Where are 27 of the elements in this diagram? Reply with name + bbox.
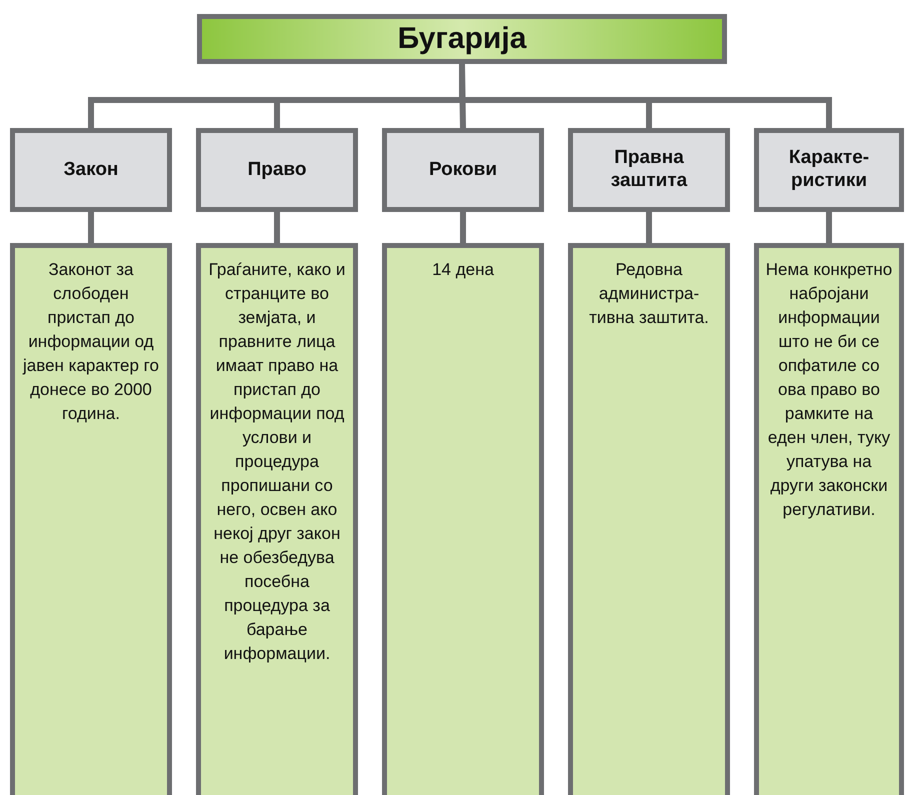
description-text: Нема конкретно набројани информации што не би се опфатиле со ова право во рамките на еден член, туку упатува на други законски регулативи. (765, 259, 893, 521)
description-text: Законот за слободен пристап до информации од јавен карактер го донесе во 2000 година. (22, 259, 160, 425)
description-text: Редовна администра- тивна заштита. (588, 259, 710, 329)
description-box (754, 243, 904, 795)
connector-line (826, 212, 832, 243)
category-label: Рокови (428, 158, 498, 182)
description-box (10, 243, 172, 795)
description-box (196, 243, 358, 795)
title-box (197, 14, 727, 64)
category-label: Правна заштита (610, 147, 688, 193)
connector-line (646, 212, 652, 243)
connector-line (274, 212, 280, 243)
description-box (382, 243, 544, 795)
category-label: Право (248, 158, 306, 182)
category-label: Каракте- ристики (788, 147, 870, 193)
category-box (568, 128, 730, 212)
connector-line (88, 212, 94, 243)
description-text: 14 дена (432, 259, 494, 281)
category-box (382, 128, 544, 212)
description-text: Граѓаните, како и странците во земјата, и правните лица имаат право на пристап до информации под услови и процедура пропишани со него, освен ако некој друг закон не обезбедува посебна процедура за барање информации. (208, 259, 346, 665)
category-box (10, 128, 172, 212)
category-label: Закон (64, 158, 118, 182)
connector-line (460, 212, 466, 243)
description-box (568, 243, 730, 795)
title-text: Бугарија (398, 22, 526, 56)
category-box (196, 128, 358, 212)
category-box (754, 128, 904, 212)
